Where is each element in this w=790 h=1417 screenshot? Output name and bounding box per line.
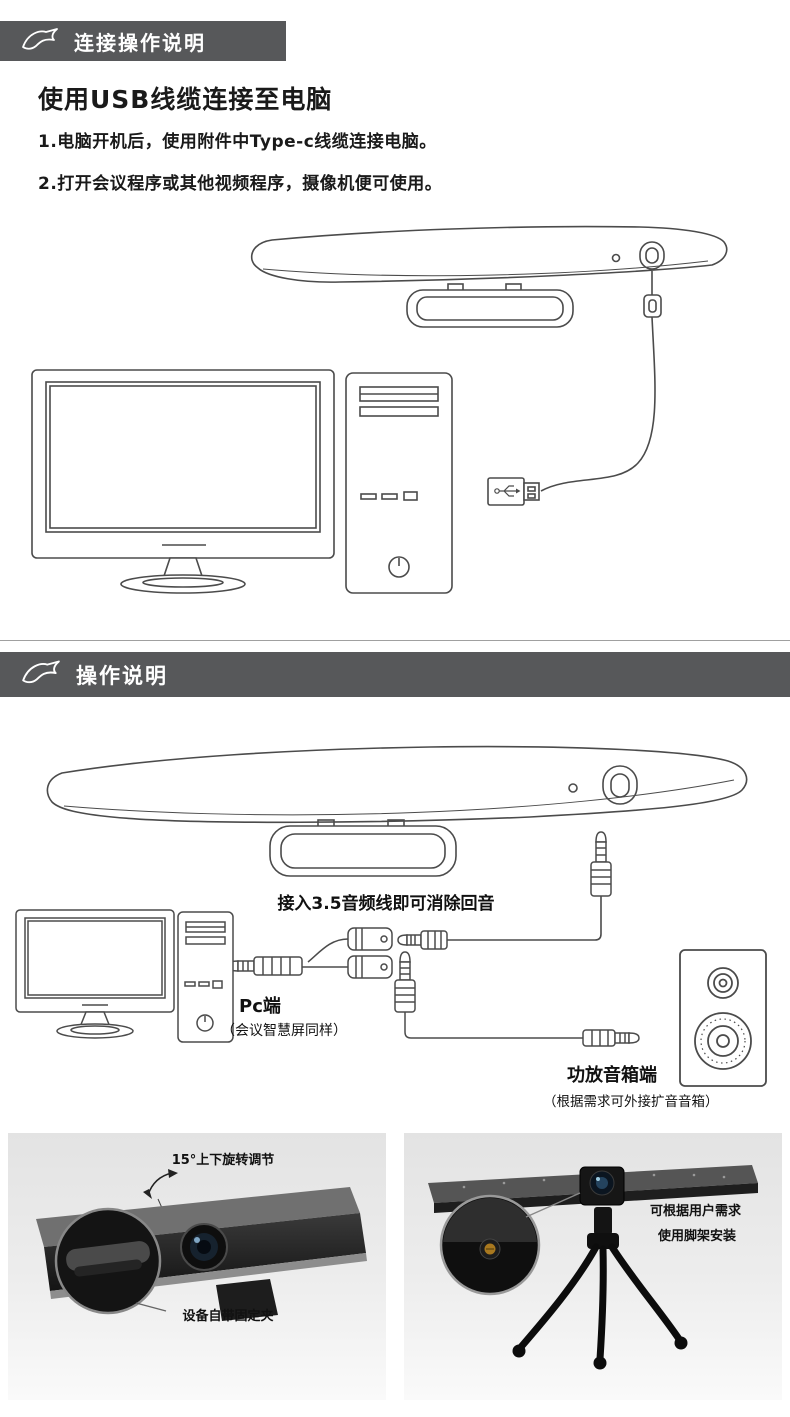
screw-zoom-circle bbox=[439, 1192, 581, 1296]
bar-mount-drawing bbox=[406, 283, 574, 328]
tripod-label-line1: 可根据用户需求 bbox=[650, 1204, 742, 1219]
audio-cable-bar bbox=[447, 896, 602, 941]
speaker-drawing bbox=[679, 949, 767, 1087]
step-1: 1.电脑开机后，使用附件中Type-c线缆连接电脑。 bbox=[38, 132, 437, 152]
clip-label: 设备自带固定夹 bbox=[182, 1309, 274, 1324]
speaker-side-label: 功放音箱端 bbox=[567, 1065, 657, 1086]
typec-connector-drawing bbox=[643, 271, 662, 318]
speaker-side-note: （根据需求可外接扩音音箱） bbox=[543, 1094, 719, 1110]
tripod-drawing bbox=[512, 1207, 688, 1370]
rotation-arrow-icon bbox=[143, 1169, 178, 1218]
monitor-drawing bbox=[31, 369, 335, 594]
usb-cable-drawing bbox=[540, 316, 656, 492]
pc-side-note: （会议智慧屏同样） bbox=[221, 1023, 347, 1039]
section1-header-bar: 连接操作说明 bbox=[0, 21, 286, 61]
hand-flag-icon bbox=[20, 658, 62, 691]
monitor2-drawing bbox=[15, 909, 175, 1039]
section-divider bbox=[0, 640, 790, 641]
pc-tower-drawing bbox=[345, 372, 453, 594]
section2-header-title: 操作说明 bbox=[76, 663, 168, 688]
feature-panel-rotation: 15°上下旋转调节 设备自带固定夹 bbox=[8, 1133, 386, 1400]
audio-tip-label: 接入3.5音频线即可消除回音 bbox=[277, 894, 495, 914]
video-bar2-drawing bbox=[46, 745, 748, 824]
section1-header-title: 连接操作说明 bbox=[74, 30, 206, 55]
tripod-product-photo bbox=[428, 1165, 758, 1370]
video-bar-drawing bbox=[250, 225, 728, 283]
audio-plug-speaker-drawing bbox=[394, 951, 640, 1047]
usb-plug-drawing bbox=[487, 477, 540, 506]
typec-port-icon bbox=[639, 241, 665, 270]
typec-port-icon bbox=[602, 765, 638, 805]
step-2: 2.打开会议程序或其他视频程序，摄像机便可使用。 bbox=[38, 174, 443, 194]
camera-product-photo bbox=[36, 1169, 367, 1321]
mic-hole-icon bbox=[568, 783, 578, 793]
tripod-label-line2: 使用脚架安装 bbox=[658, 1229, 737, 1244]
pc-side-label: Pc端 bbox=[239, 996, 281, 1017]
clip-zoom-circle bbox=[54, 1207, 167, 1315]
section2-header-bar: 操作说明 bbox=[0, 652, 790, 697]
usb-connection-diagram bbox=[31, 225, 728, 594]
rotation-label: 15°上下旋转调节 bbox=[171, 1153, 275, 1168]
mic-hole-icon bbox=[611, 253, 621, 263]
audio-plug-upper-drawing bbox=[397, 930, 448, 950]
audio-plug-bar-drawing bbox=[590, 831, 612, 897]
pc-tower2-drawing bbox=[177, 911, 234, 1043]
feature-panel-tripod: 可根据用户需求 使用脚架安装 bbox=[404, 1133, 782, 1400]
hand-flag-icon bbox=[20, 26, 60, 57]
audio-connection-diagram bbox=[15, 745, 767, 1087]
audio-splitter-drawing bbox=[227, 927, 393, 979]
section1-heading: 使用USB线缆连接至电脑 bbox=[38, 85, 333, 114]
bar-mount2-drawing bbox=[269, 819, 457, 877]
